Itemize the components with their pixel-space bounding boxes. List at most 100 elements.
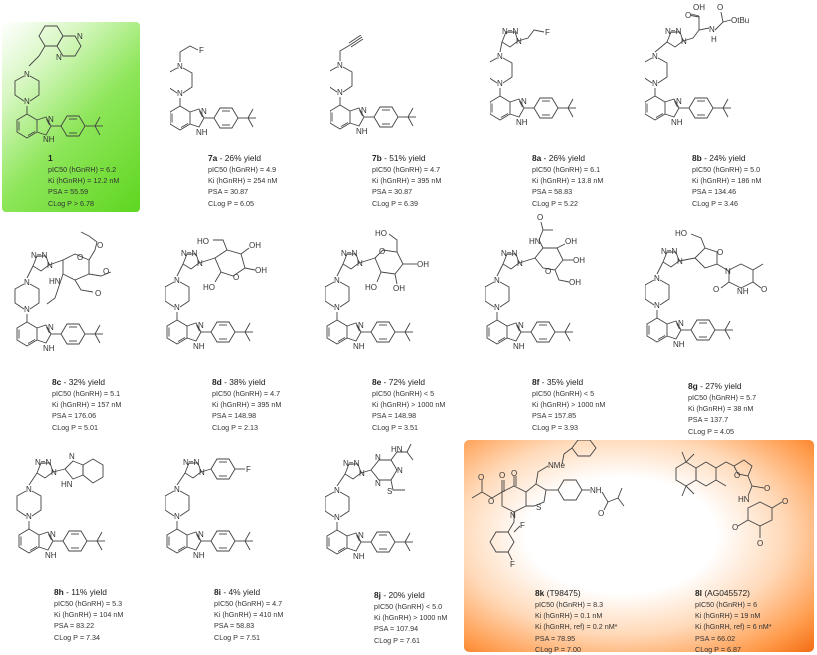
ki-value: Ki (hGnRH) > 1000 nM <box>532 400 606 410</box>
atom-label: F <box>510 560 515 569</box>
atom-label: NH <box>737 287 749 296</box>
compound-8l-properties: 8l (AG045572) pIC50 (hGnRH) = 6 Ki (hGnR… <box>695 587 772 655</box>
structure-compound-8i: N=N N F N N N NH <box>165 445 305 585</box>
compound-1-properties: 1 pIC50 (hGnRH) = 6.2 Ki (hGnRH) = 12.2 … <box>48 152 119 209</box>
yield-text: - 26% yield <box>541 153 586 163</box>
atom-label: N <box>334 303 340 312</box>
psa-value: PSA = 148.98 <box>372 411 417 421</box>
structure-compound-8a: N=N N F N N N NH <box>490 20 620 150</box>
yield-text: - 38% yield <box>221 377 266 387</box>
ki-value: Ki (hGnRH) = 254 nM <box>208 176 278 186</box>
compound-7a-properties: 7a - 26% yield pIC50 (hGnRH) = 4.9 Ki (h… <box>208 152 277 209</box>
atom-label: N <box>48 115 54 124</box>
atom-label: N <box>24 305 30 314</box>
clogp-value: CLog P = 7.00 <box>535 644 582 654</box>
atom-label: NH <box>193 551 205 560</box>
atom-label: N <box>26 512 32 521</box>
clogp-value: CLog P = 3.93 <box>532 422 579 432</box>
pic50-value: pIC50 (hGnRH) = 6.2 <box>48 165 117 174</box>
pic50-value: pIC50 (hGnRH) < 5 <box>532 389 595 398</box>
atom-label: HO <box>203 283 215 292</box>
atom-label: NH <box>356 127 368 136</box>
clogp-value: CLog P = 4.05 <box>688 426 735 436</box>
compound-label: 8j <box>374 590 381 600</box>
psa-value: PSA = 30.87 <box>372 187 413 197</box>
atom-label: N <box>26 485 32 494</box>
compound-label: 8e <box>372 377 382 387</box>
atom-label: NH <box>671 118 683 127</box>
compound-label: 8l <box>695 588 702 598</box>
atom-label: N <box>497 79 503 88</box>
atom-label: OH <box>693 3 705 12</box>
atom-label: N <box>174 512 180 521</box>
atom-label: N <box>48 323 54 332</box>
yield-text: - 24% yield <box>701 153 746 163</box>
clogp-value: CLog P = 5.22 <box>532 198 579 208</box>
atom-label: O <box>717 3 723 12</box>
atom-label: N <box>709 25 715 34</box>
atom-label: NMe <box>548 461 565 470</box>
atom-label: O <box>77 253 83 262</box>
atom-label: N <box>358 531 364 540</box>
atom-label: N <box>69 452 75 461</box>
ki-value: Ki (hGnRH) = 104 nM <box>54 610 124 620</box>
atom-label: N=N <box>183 458 199 467</box>
pic50-value: pIC50 (hGnRH) = 5.7 <box>688 393 757 402</box>
atom-label: N <box>518 321 524 330</box>
atom-label: N <box>47 261 53 270</box>
atom-label: N <box>174 276 180 285</box>
pic50-value: pIC50 (hGnRH) = 4.7 <box>214 599 283 608</box>
atom-label: N <box>652 79 658 88</box>
atom-label: HN <box>391 445 403 454</box>
compound-7b-properties: 7b - 51% yield pIC50 (hGnRH) = 4.7 Ki (h… <box>372 152 441 209</box>
atom-label: N=N <box>501 249 517 258</box>
atom-label: NH <box>43 344 55 353</box>
compound-8i-properties: 8i - 4% yield pIC50 (hGnRH) = 4.7 Ki (hG… <box>214 586 283 643</box>
atom-label: F <box>246 465 251 474</box>
atom-label: N <box>510 511 516 520</box>
atom-label: N <box>50 530 56 539</box>
compound-label: 1 <box>48 153 53 163</box>
compound-label: 7a <box>208 153 218 163</box>
atom-label: O <box>782 497 788 506</box>
yield-text: - 32% yield <box>61 377 106 387</box>
ki-value: Ki (hGnRH) = 410 nM <box>214 610 284 620</box>
atom-label: N <box>56 53 62 62</box>
ki-value: Ki (hGnRH) = 395 nM <box>212 400 282 410</box>
pic50-value: pIC50 (hGnRH) = 6.1 <box>532 165 601 174</box>
atom-label: N <box>337 61 343 70</box>
compound-8d-properties: 8d - 38% yield pIC50 (hGnRH) = 4.7 Ki (h… <box>212 376 281 433</box>
structure-compound-1: N N N N N NH <box>5 22 135 152</box>
atom-label: O <box>499 471 505 480</box>
clogp-value: CLog P = 2.13 <box>212 422 259 432</box>
compound-8b-properties: 8b - 24% yield pIC50 (hGnRH) = 5.0 Ki (h… <box>692 152 761 209</box>
compound-8h-properties: 8h - 11% yield pIC50 (hGnRH) = 5.3 Ki (h… <box>54 586 123 643</box>
atom-label: OH <box>565 237 577 246</box>
atom-label: N <box>177 89 183 98</box>
psa-value: PSA = 58.83 <box>214 621 255 631</box>
yield-text: - 26% yield <box>217 153 262 163</box>
yield-text: - 51% yield <box>381 153 426 163</box>
compound-label: 8b <box>692 153 702 163</box>
atom-label: O <box>488 497 494 506</box>
psa-value: PSA = 137.7 <box>688 415 729 425</box>
compound-8g-properties: 8g - 27% yield pIC50 (hGnRH) = 5.7 Ki (h… <box>688 380 756 437</box>
compound-label: 8i <box>214 587 221 597</box>
psa-value: PSA = 107.94 <box>374 624 419 634</box>
atom-label: OH <box>573 256 585 265</box>
compound-label: 8c <box>52 377 62 387</box>
atom-label: N=N <box>35 458 51 467</box>
structure-compound-8k: O O O O NMe N S NH O F F <box>468 440 668 570</box>
atom-label: NH <box>45 551 57 560</box>
clogp-value: CLog P = 3.51 <box>372 422 419 432</box>
clogp-value: CLog P = 7.34 <box>54 632 101 642</box>
atom-label: HN <box>49 277 61 286</box>
psa-value: PSA = 134.46 <box>692 187 737 197</box>
atom-label: OH <box>393 284 405 293</box>
atom-label: O <box>685 11 691 20</box>
atom-label: N <box>174 485 180 494</box>
atom-label: N <box>517 259 523 268</box>
yield-text: - 11% yield <box>63 587 107 597</box>
atom-label: F <box>545 28 550 37</box>
compound-8j-properties: 8j - 20% yield pIC50 (hGnRH) < 5.0 Ki (h… <box>374 589 447 646</box>
